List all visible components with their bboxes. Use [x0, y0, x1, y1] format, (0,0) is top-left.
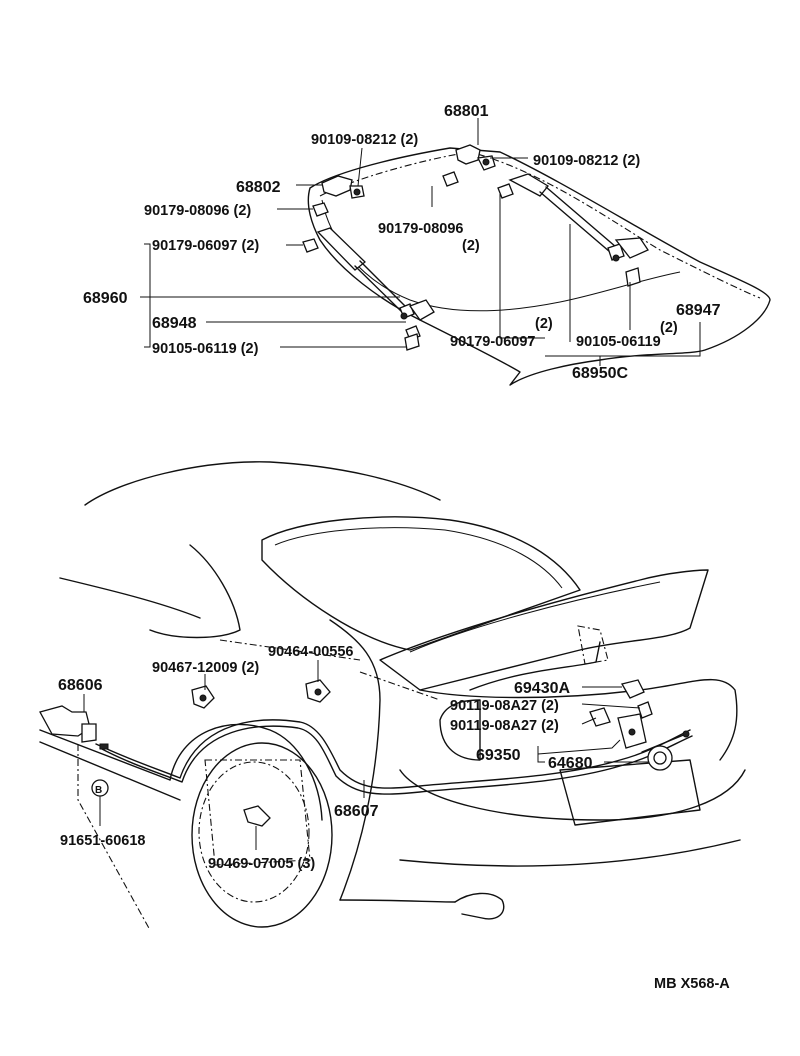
grommet-91651: B	[91, 779, 109, 797]
label-68607: 68607	[334, 803, 379, 820]
label-90105-left: 90105-06119 (2)	[152, 341, 259, 357]
bumper-lower	[399, 839, 741, 867]
label-90119-b: 90119-08A27 (2)	[450, 718, 559, 734]
label-68950C: 68950C	[572, 365, 628, 382]
label-90109-right: 90109-08212 (2)	[533, 153, 640, 169]
quarter-panel	[59, 577, 201, 619]
label-68947-qty: (2)	[660, 320, 678, 336]
opener-lever-68606	[39, 705, 109, 750]
hinge-68802	[321, 175, 365, 199]
bolt-90105-left	[404, 333, 420, 351]
rear-window-inner	[274, 527, 563, 589]
hatch-glass-outline	[307, 147, 771, 386]
label-68960: 68960	[83, 290, 128, 307]
label-64680: 64680	[548, 755, 593, 772]
label-69350: 69350	[476, 747, 521, 764]
trunk-lid	[419, 678, 738, 761]
label-69430A: 69430A	[514, 680, 570, 697]
license-plate-recess	[559, 759, 701, 826]
label-68947: 68947	[676, 302, 721, 319]
rear-hatch-assembly	[140, 118, 771, 386]
clip-69430A	[621, 679, 645, 699]
marker-b: B	[95, 785, 102, 796]
side-sill	[39, 729, 171, 781]
label-90464: 90464-00556	[268, 644, 353, 660]
wheel-arch	[169, 723, 323, 821]
label-90179-08096-mid: 90179-08096	[378, 221, 463, 237]
label-68948: 68948	[152, 315, 197, 332]
label-90119-a: 90119-08A27 (2)	[450, 698, 559, 714]
rear-spoiler	[379, 569, 709, 691]
bolt-90119-b	[589, 707, 611, 727]
label-68801: 68801	[444, 103, 489, 120]
gas-strut-left-68960	[316, 227, 415, 320]
nut-90179-08096-mid	[442, 171, 459, 187]
diagram-code: MB X568-A	[654, 976, 730, 992]
lock-cylinder-64680	[641, 730, 690, 771]
opener-cable-68607	[95, 719, 691, 789]
tail-lamp-left	[439, 699, 481, 761]
label-90179-06097-right: 90179-06097	[450, 334, 535, 350]
bolt-90119-a	[637, 701, 653, 719]
gas-strut-right-68947	[508, 173, 625, 262]
label-90179-06097-right-qty: (2)	[535, 316, 553, 332]
car-rear-body	[39, 461, 746, 928]
clip-90469	[243, 805, 271, 827]
label-68802: 68802	[236, 179, 281, 196]
clip-90464	[305, 679, 331, 703]
c-pillar	[149, 544, 241, 639]
hatch-inner-outline	[319, 151, 761, 299]
label-90179-06097-left: 90179-06097 (2)	[152, 238, 259, 254]
exhaust-tip	[454, 892, 505, 920]
clip-90467	[191, 685, 215, 709]
bracket-68948	[405, 299, 435, 341]
label-90469: 90469-07005 (3)	[208, 856, 315, 872]
label-90179-08096-mid-qty: (2)	[462, 238, 480, 254]
label-91651: 91651-60618	[60, 833, 145, 849]
label-90179-08096-left: 90179-08096 (2)	[144, 203, 251, 219]
nut-90179-06097-left	[302, 238, 319, 253]
lock-69350	[617, 713, 647, 749]
roof-line	[84, 461, 441, 506]
label-90467: 90467-12009 (2)	[152, 660, 259, 676]
rear-window-outline	[261, 516, 581, 651]
release-cable-upper	[469, 641, 601, 691]
label-68606: 68606	[58, 677, 103, 694]
hinge-68801	[455, 144, 496, 171]
wheel-liner	[198, 761, 310, 903]
bracket-right	[614, 237, 649, 287]
rear-bumper	[399, 769, 746, 821]
label-90105-right: 90105-06119	[576, 334, 661, 350]
label-90109-left: 90109-08212 (2)	[311, 132, 418, 148]
nut-90179-06097-right	[497, 183, 514, 199]
rear-wheel	[191, 742, 333, 928]
nut-90179-08096-left	[312, 202, 329, 217]
